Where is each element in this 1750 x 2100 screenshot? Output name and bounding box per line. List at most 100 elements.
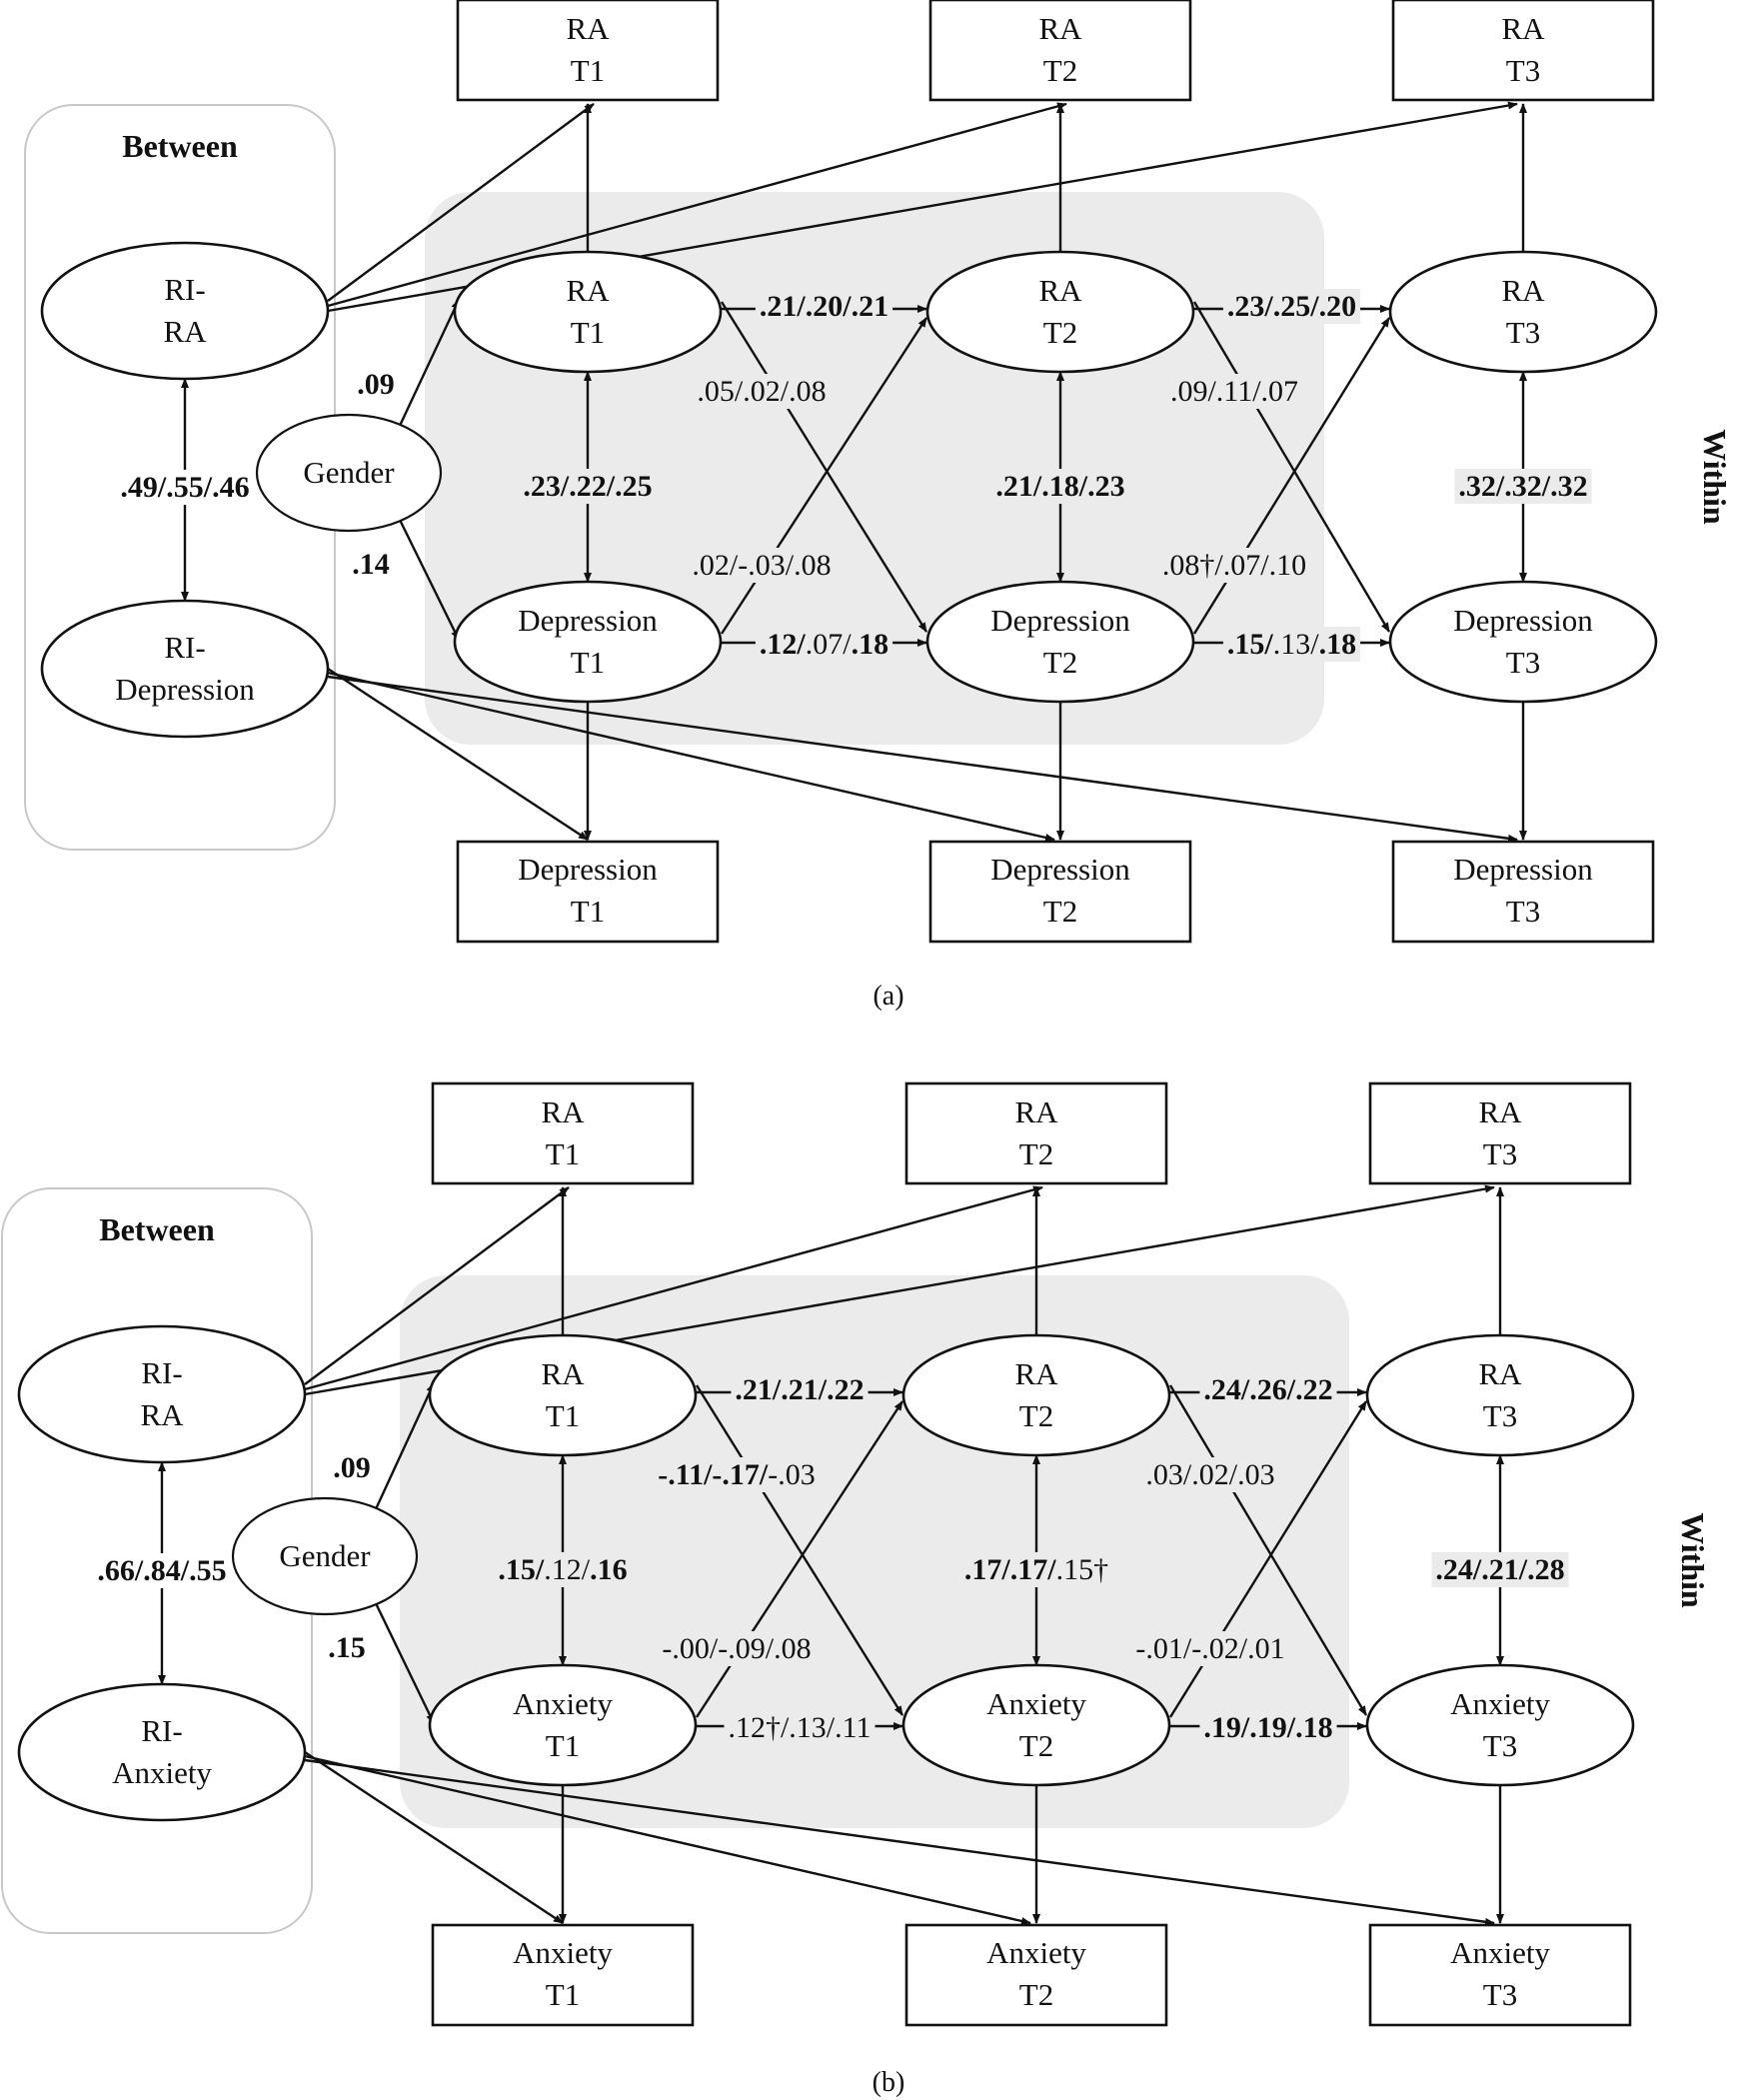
ar-bottom-label-2-part: .19/.19/.18 [1203, 1711, 1332, 1744]
within-corr-label-2-text: .21/.18/.23 [995, 470, 1124, 503]
latent-bottom-label-2-line: T2 [1019, 1728, 1053, 1763]
ri-corr-label-text: .66/.84/.55 [97, 1554, 226, 1587]
within-corr-label-3-bg [1454, 469, 1592, 504]
cross-down-label-2-bg [1141, 1457, 1279, 1492]
ri-top-label: RI- RA [163, 272, 207, 349]
cross-up-label-2-text: .08†/.07/.10 [1162, 549, 1306, 582]
ar-top-label-1-part: .21/.20/.21 [760, 290, 888, 323]
cross-up-label-2: .08†/.07/.10 [1157, 548, 1311, 583]
cross-down-label-1-bg [693, 374, 831, 409]
ar-top-label-1-part: .21/.21/.22 [735, 1373, 864, 1406]
observed-top-label-1-line: RA [566, 11, 610, 46]
observed-bottom-box-3 [1368, 1923, 1632, 2027]
within-corr-label-1-text: .23/.22/.25 [523, 470, 652, 503]
latent-top-label-1-line: T1 [546, 1398, 580, 1433]
gender-top-label-bg [329, 1450, 375, 1485]
within-corr-label-3-text: .32/.32/.32 [1458, 470, 1587, 503]
ri-corr-label: .66/.84/.55 [93, 1553, 231, 1588]
latent-top-3 [1365, 1333, 1635, 1457]
cross-down-label-2-text: .03/.02/.03 [1145, 1458, 1274, 1491]
observed-bottom-label-1-line: T1 [546, 1977, 580, 2012]
latent-bottom-label-1-line: Anxiety [513, 1686, 613, 1721]
observed-bottom-box-2 [904, 1923, 1168, 2027]
cross-down-2 [1168, 1384, 1368, 1716]
within-corr-label-2-bg [991, 469, 1129, 504]
observed-bottom-label-2-line: Anxiety [986, 1935, 1086, 1970]
ar-top-label-1-bg [755, 289, 893, 324]
within-corr-label-3-part: .24/.21/.28 [1435, 1553, 1564, 1586]
cross-up-label-1: -.00/-.09/.08 [658, 1631, 816, 1666]
gender-to-bottom [373, 1600, 436, 1724]
cross-up-label-1-text: -.00/-.09/.08 [662, 1632, 811, 1665]
cross-down-label-2-part: .09/.11/.07 [1170, 375, 1298, 408]
cross-up-label-2-bg [1157, 548, 1311, 583]
ri-bottom-label: RI-Depression [115, 630, 255, 707]
observed-top-box-3 [1368, 1081, 1632, 1185]
ri-top-label-line: RA [140, 1397, 184, 1432]
panel-caption: (a) [873, 981, 903, 1012]
within-corr-label-1-part: .16 [590, 1553, 628, 1586]
latent-bottom-3 [1388, 580, 1658, 704]
cross-down-1 [695, 1384, 904, 1716]
ar-bottom-label-1-part: .18 [852, 628, 889, 661]
latent-top-label-3-line: T3 [1483, 1398, 1517, 1433]
cross-down-label-2-bg [1165, 374, 1303, 409]
gender-node [231, 1496, 419, 1616]
ri-top-label-line: RI- [141, 1355, 182, 1390]
gender-bottom-label-text: .14 [352, 548, 390, 581]
ar-bottom-label-1-bg [755, 627, 893, 662]
ri-top [17, 1324, 307, 1464]
cross-down-label-1-part: -.03 [768, 1458, 816, 1491]
cross-down-label-1: -.11/-.17/-.03 [654, 1457, 820, 1492]
ar-top-label-2-bg [1222, 289, 1361, 324]
cross-down-2 [1192, 301, 1391, 633]
observed-top-label-2-line: T2 [1019, 1136, 1053, 1171]
latent-top-1 [453, 250, 723, 374]
cross-up-label-1: .02/-.03/.08 [688, 548, 836, 583]
cross-up-label-1-bg [688, 548, 836, 583]
panel-caption: (b) [873, 2067, 905, 2098]
ri-bottom [17, 1682, 307, 1822]
ri-top-label-line: RI- [164, 272, 205, 307]
within-corr-label-3: .24/.21/.28 [1431, 1552, 1569, 1587]
observed-bottom-box-1 [431, 1923, 695, 2027]
latent-top-label-2-line: T2 [1043, 315, 1077, 350]
observed-top-label-3-line: RA [1501, 11, 1545, 46]
ri-top-label-line: RA [163, 314, 207, 349]
within-corr-label-3-bg [1431, 1552, 1569, 1587]
gender-top-label: .09 [329, 1450, 375, 1485]
latent-top-2 [925, 250, 1195, 374]
latent-bottom-1 [428, 1663, 698, 1787]
latent-bottom-label-1-line: T1 [571, 645, 605, 680]
gender-bottom-label-part: .15 [328, 1631, 366, 1664]
latent-top-label-2: RA T2 [1038, 273, 1082, 350]
ri-corr-label-bg [93, 1553, 231, 1588]
gender-label: Gender [303, 455, 395, 490]
cross-down-label-2-text: .09/.11/.07 [1170, 375, 1298, 408]
observed-top-box-2 [904, 1081, 1168, 1185]
ri-top-to-box-1 [304, 1186, 570, 1385]
latent-top-label-2-line: RA [1038, 273, 1082, 308]
observed-top-label-3-line: T3 [1506, 53, 1540, 88]
observed-bottom-label-3-line: T3 [1506, 894, 1540, 929]
within-corr-label-1-text: .15/.12/.16 [498, 1553, 627, 1586]
cross-up-label-1-text: .02/-.03/.08 [692, 549, 831, 582]
ar-top-label-1-text: .21/.20/.21 [760, 290, 888, 323]
within-corr-label-2-bg [959, 1552, 1113, 1587]
within-corr-label-1: .15/.12/.16 [494, 1552, 632, 1587]
ri-corr-label-text: .49/.55/.46 [120, 471, 249, 504]
observed-top-label-3-line: T3 [1483, 1136, 1517, 1171]
cross-down-label-1-text: -.11/-.17/-.03 [658, 1458, 816, 1491]
gender-to-top [397, 299, 461, 429]
